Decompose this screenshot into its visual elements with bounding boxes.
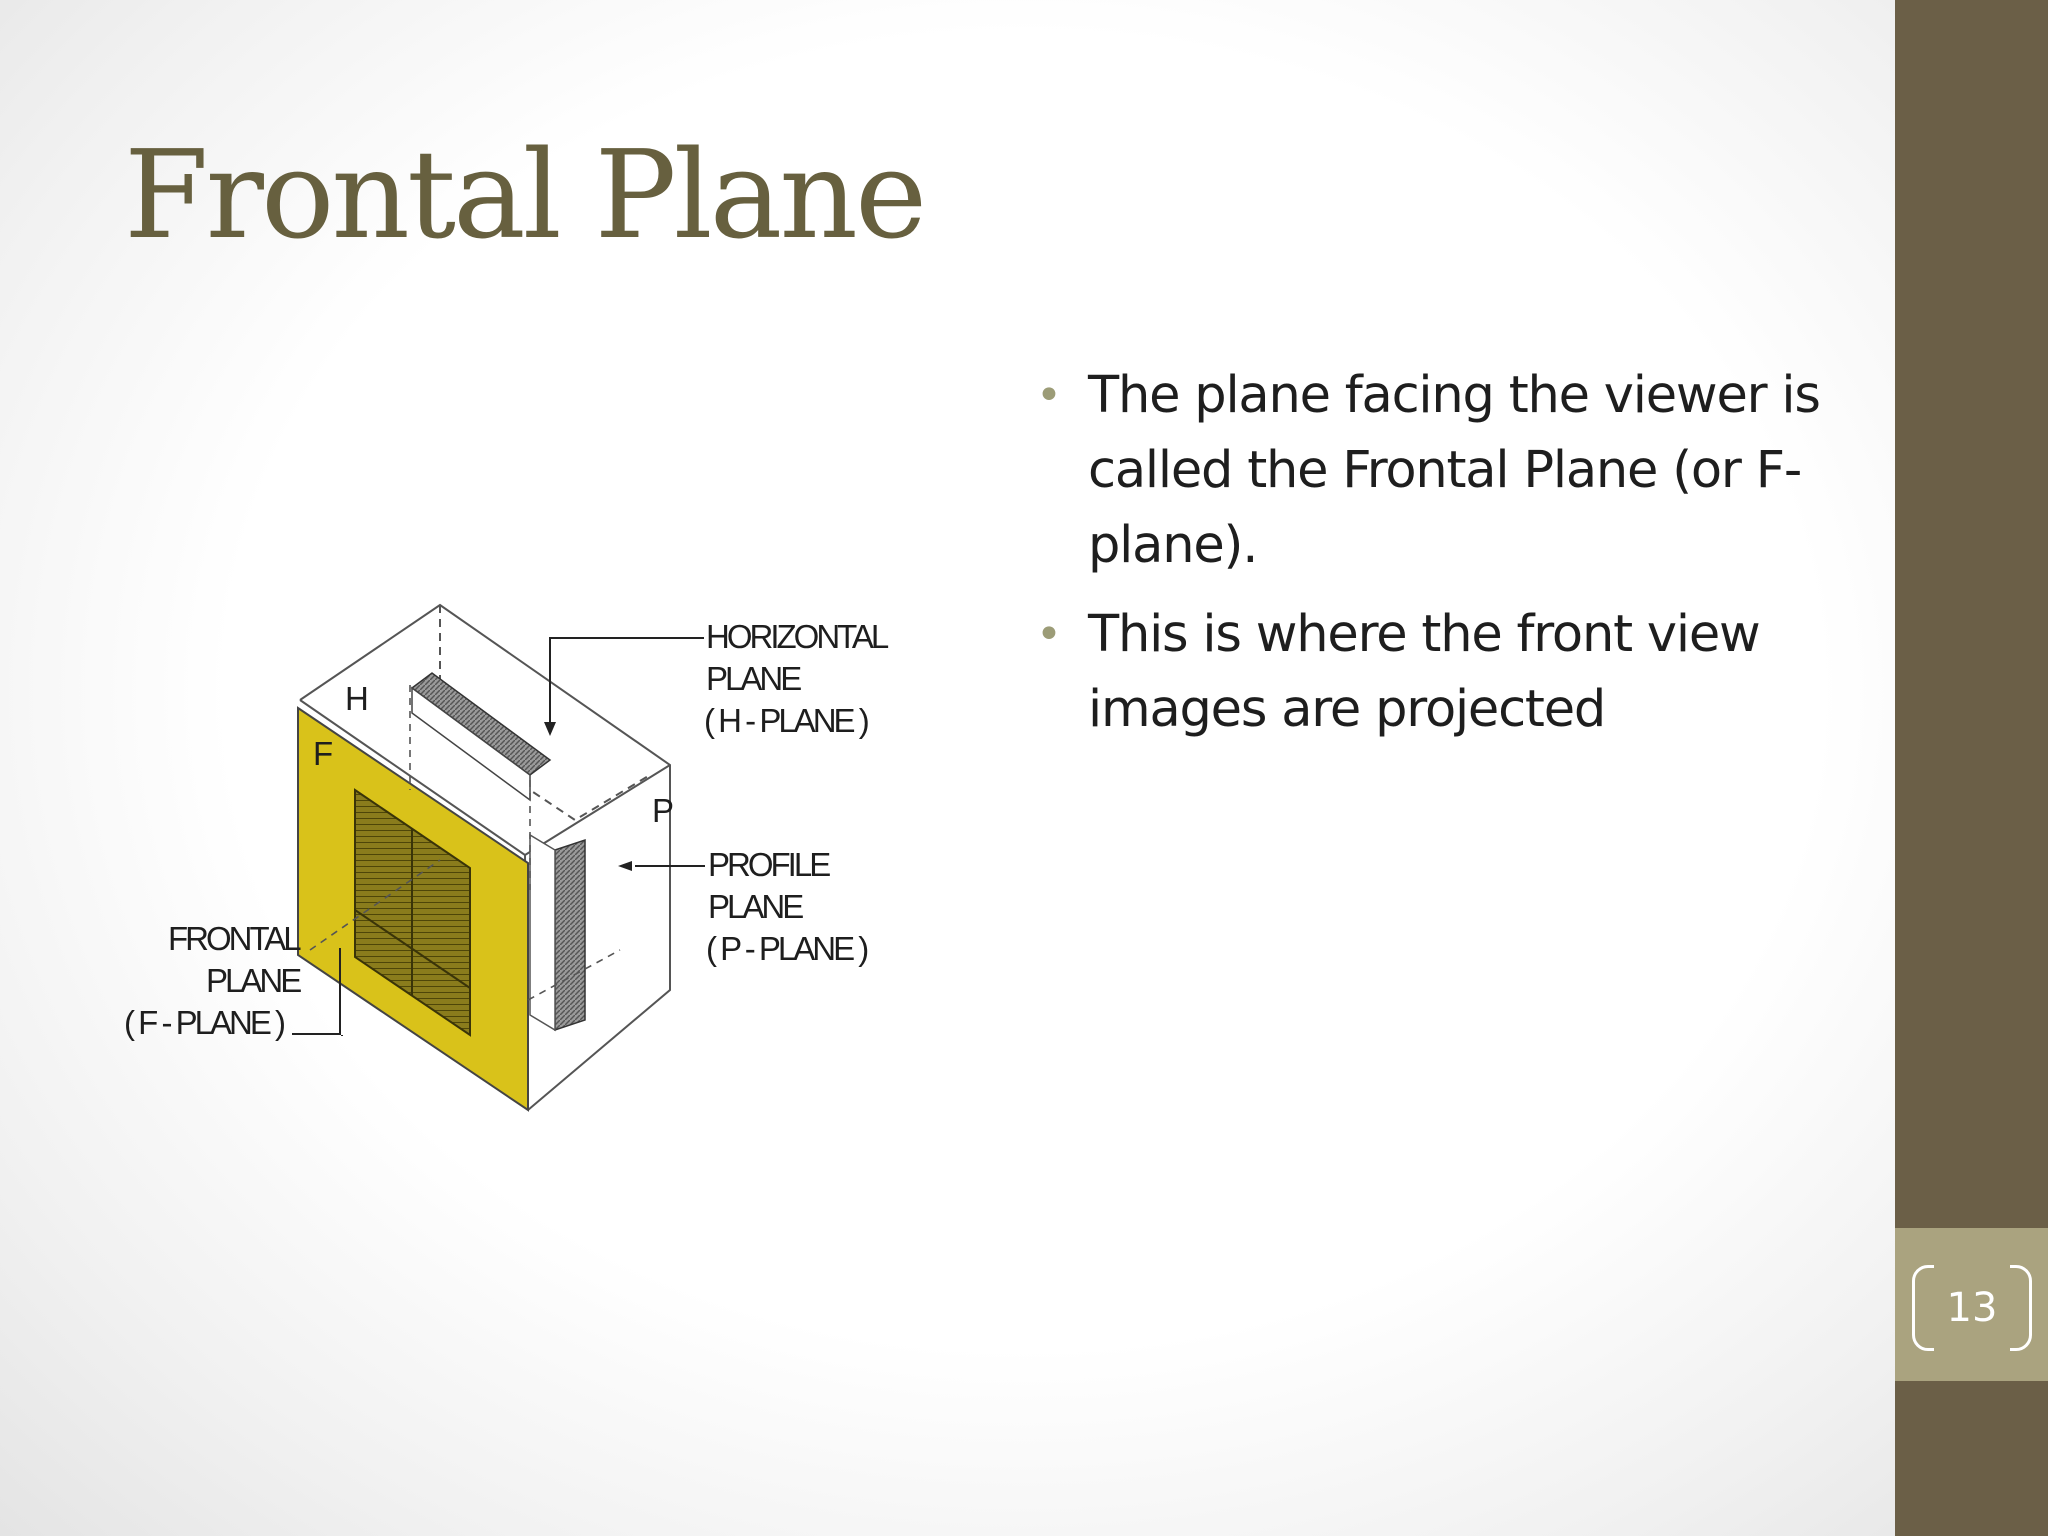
- frontal-plane-label-line2: PLANE: [206, 962, 301, 999]
- bullet-dot-icon: •: [1036, 609, 1062, 660]
- bullet-text: The plane facing the viewer is called th…: [1088, 366, 1821, 575]
- slide-title: Frontal Plane: [124, 124, 927, 266]
- horizontal-plane-label-line2: PLANE: [706, 660, 801, 697]
- page-number: 13: [1946, 1285, 1998, 1331]
- projection-planes-figure: H F P HORIZONTAL PLANE ( H - PLANE ) PRO…: [124, 603, 892, 1112]
- bullet-item: • The plane facing the viewer is called …: [1036, 358, 1836, 583]
- bullet-dot-icon: •: [1036, 370, 1062, 421]
- frontal-plane-label-line1: FRONTAL: [168, 920, 301, 957]
- horizontal-plane-label-line1: HORIZONTAL: [706, 618, 889, 655]
- f-marker-label: F: [313, 735, 332, 772]
- h-marker-label: H: [345, 680, 367, 717]
- p-marker-label: P: [652, 792, 673, 829]
- bullet-list: • The plane facing the viewer is called …: [1036, 358, 1836, 761]
- bullet-item: • This is where the front view images ar…: [1036, 597, 1836, 747]
- profile-plane-label-line3: ( P - PLANE ): [706, 930, 867, 967]
- bullet-text: This is where the front view images are …: [1088, 605, 1761, 739]
- horizontal-plane-label-line3: ( H - PLANE ): [704, 702, 868, 739]
- profile-projection-bar: [554, 838, 586, 1032]
- frontal-plane-label-line3: ( F - PLANE ): [124, 1004, 284, 1041]
- profile-plane-label-line1: PROFILE: [708, 846, 830, 883]
- profile-plane-label-line2: PLANE: [708, 888, 803, 925]
